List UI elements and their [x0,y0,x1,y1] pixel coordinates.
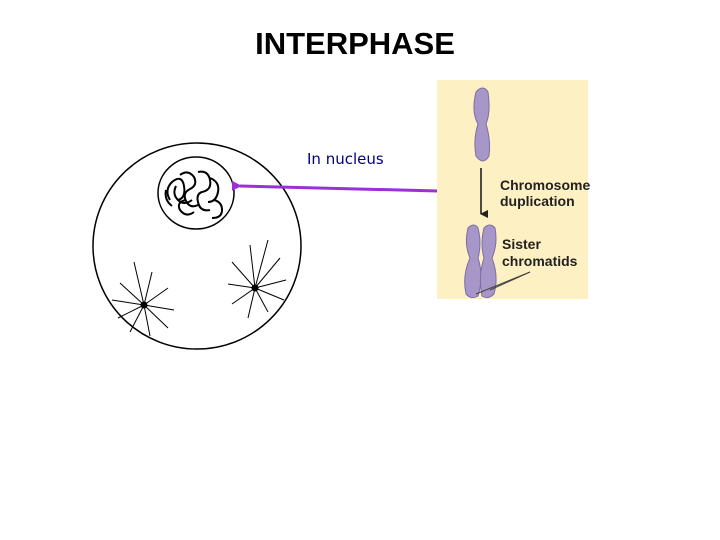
sister-label-line2: chromatids [502,253,578,269]
duplication-label-line1: Chromosome [500,177,590,193]
slide-title: INTERPHASE [255,26,455,61]
nucleus-label: In nucleus [307,150,384,168]
cell [92,142,302,350]
inset-panel: Chromosome duplication Sister chromatids [437,80,590,299]
duplication-label-line2: duplication [500,193,575,209]
inset-background [437,80,588,299]
cell-membrane [92,142,302,350]
chromatid-right [479,224,497,299]
sister-pointer-lines [475,271,531,295]
sister-label-line1: Sister [502,236,541,252]
nucleus [157,156,235,230]
nucleus-pointer-arrow [231,180,439,193]
sister-chromatids [464,224,497,299]
centrosome-right [227,239,287,319]
centrosome-left [111,261,175,337]
chromatid-left [464,224,482,299]
nuclear-envelope [157,156,235,230]
chromatin [164,170,224,219]
single-chromosome [473,87,491,162]
